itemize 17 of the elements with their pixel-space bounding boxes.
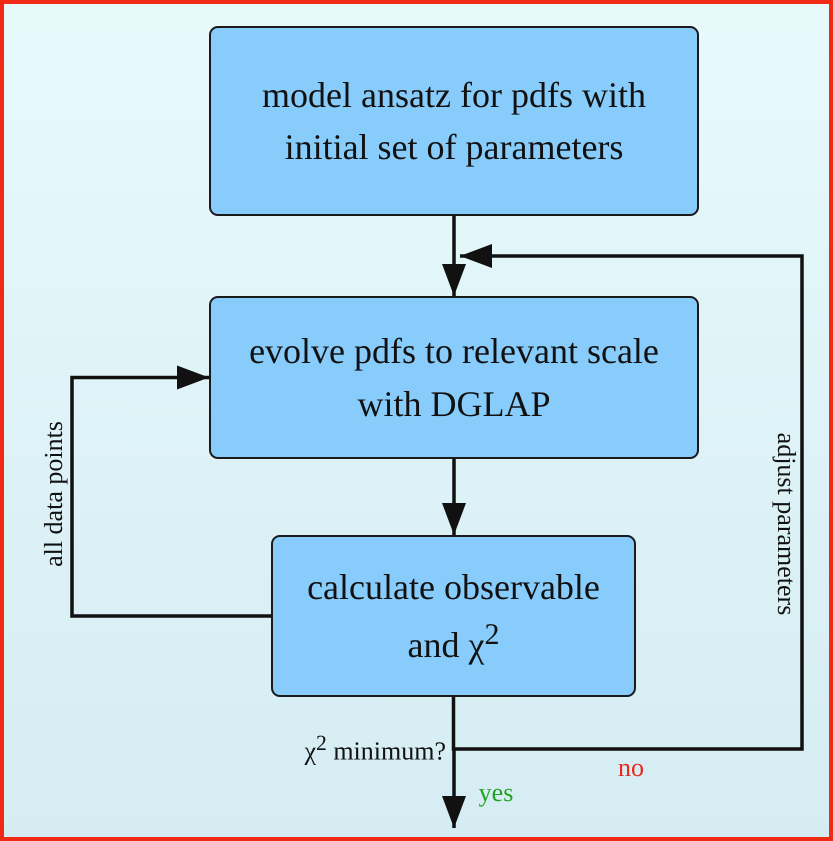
box-text: evolve pdfs to relevant scale with DGLAP — [248, 330, 660, 426]
arrow — [442, 216, 466, 296]
arrow — [442, 459, 466, 535]
box-text: model ansatz for pdfs with initial set of parameters — [261, 74, 647, 169]
decision-text: χ$^{2}$ minimum? — [304, 731, 446, 767]
process-box — [209, 296, 699, 459]
edge-label: no — [618, 753, 644, 783]
edge-label: all data points — [39, 421, 69, 567]
arrow — [70, 366, 271, 618]
connector-line — [452, 697, 456, 751]
arrow — [442, 749, 466, 828]
arrow — [454, 244, 804, 751]
process-box — [209, 26, 699, 216]
process-box — [271, 535, 636, 697]
box-text: calculate observable and χ$^{2}$ — [306, 566, 601, 667]
loop-label: adjust parameters — [771, 432, 801, 616]
edge-label: yes — [478, 778, 514, 808]
